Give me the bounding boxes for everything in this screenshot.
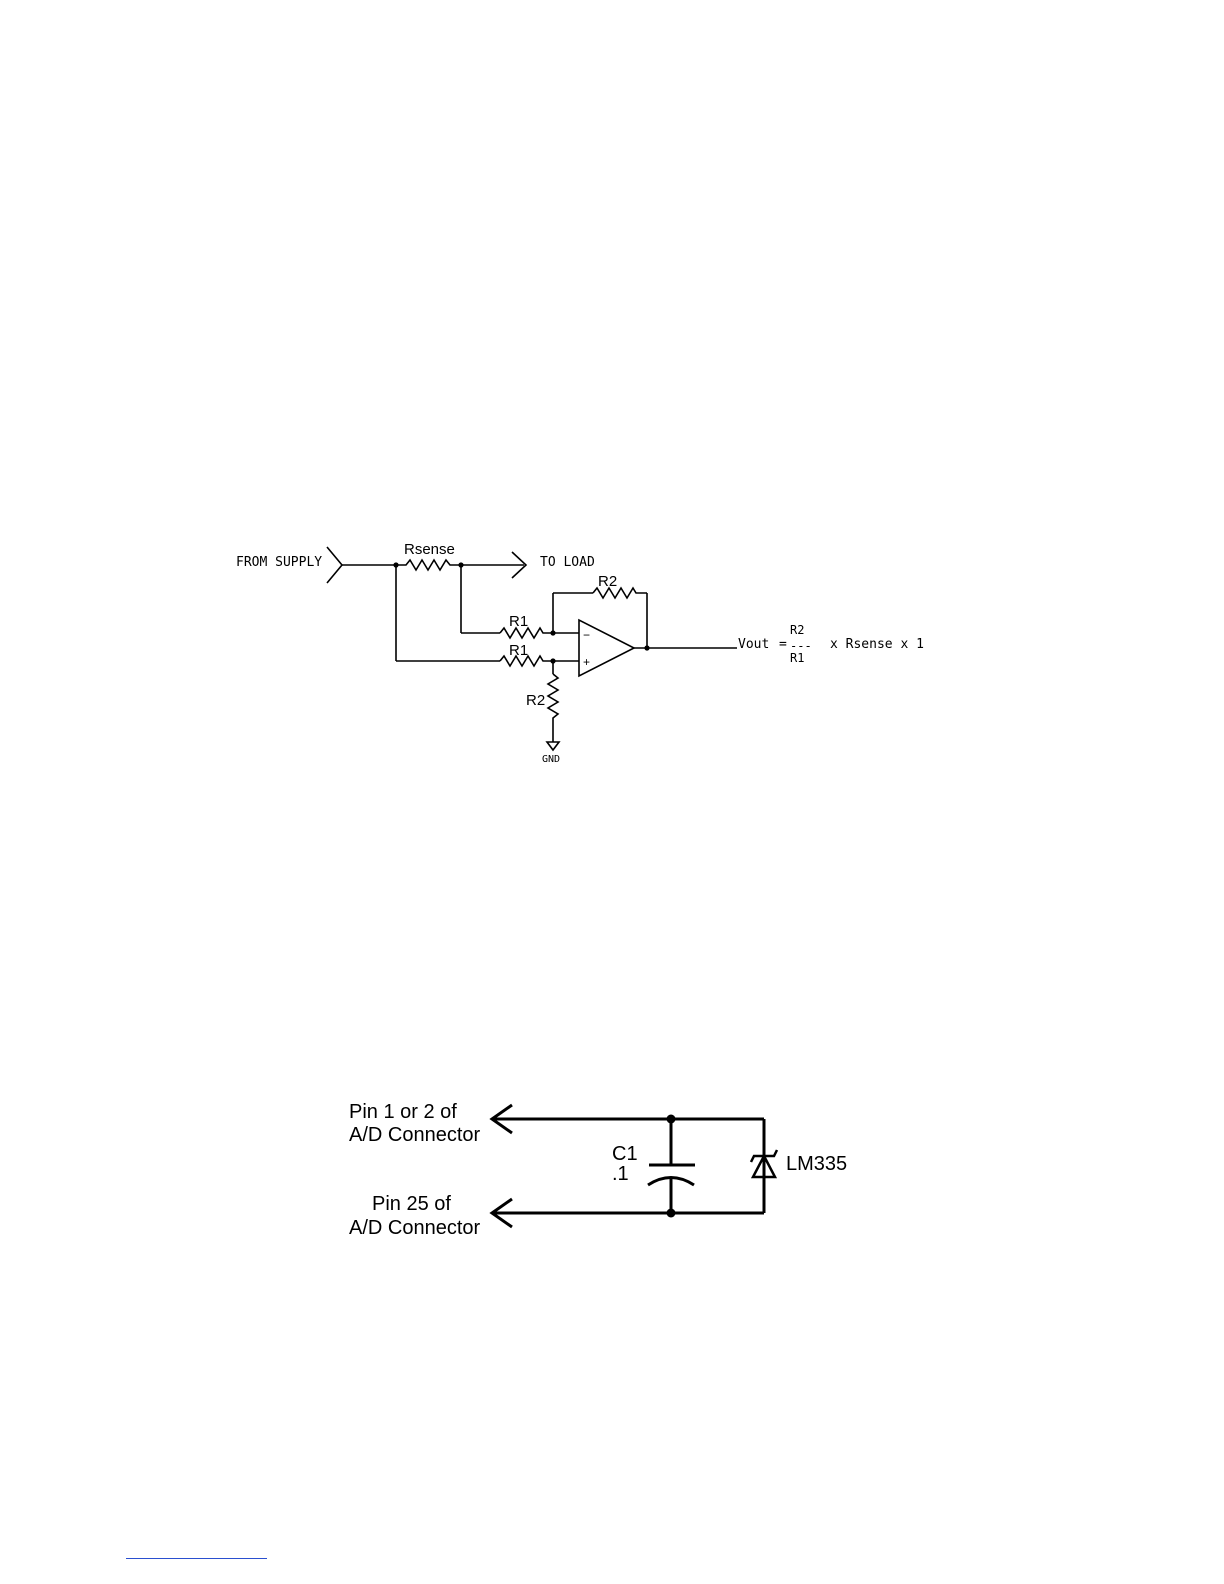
r2-feedback-label: R2: [598, 573, 617, 590]
junction-dot: [667, 1115, 676, 1124]
r2-ground-resistor: [548, 674, 558, 742]
supply-input-arrow: [327, 547, 342, 583]
capacitor-name-label: C1: [612, 1143, 638, 1165]
temperature-sensor-schematic: [492, 1105, 777, 1227]
vout-formula-tail: x Rsense x 1: [830, 637, 924, 652]
current-sense-amplifier-schematic: [327, 547, 737, 750]
junction-dot: [644, 645, 649, 650]
equals-sign: =: [779, 637, 787, 652]
r2-ground-label: R2: [526, 692, 545, 709]
capacitor-value-label: .1: [612, 1163, 629, 1185]
from-supply-label: FROM SUPPLY: [236, 555, 322, 570]
footnote-separator: [126, 1558, 267, 1559]
to-load-label: TO LOAD: [540, 555, 595, 570]
rsense-resistor: [396, 560, 461, 570]
gnd-label: GND: [542, 754, 560, 765]
r1-top-label: R1: [509, 613, 528, 630]
bottom-pin-label-line2: A/D Connector: [349, 1217, 481, 1239]
top-pin-label-line2: A/D Connector: [349, 1124, 481, 1146]
r1-bottom-label: R1: [509, 642, 528, 659]
bottom-pin-label-line1: Pin 25 of: [372, 1193, 451, 1215]
noninverting-input-sign: +: [583, 655, 590, 669]
lm335-label: LM335: [786, 1153, 847, 1175]
top-pin-label-line1: Pin 1 or 2 of: [349, 1101, 457, 1123]
fraction-numerator: R2: [790, 623, 804, 637]
fraction-denominator: R1: [790, 651, 804, 665]
rsense-label: Rsense: [404, 541, 455, 558]
inverting-input-sign: −: [583, 628, 590, 642]
ground-icon: [547, 742, 559, 750]
vout-label: Vout: [738, 637, 769, 652]
junction-dot: [667, 1209, 676, 1218]
